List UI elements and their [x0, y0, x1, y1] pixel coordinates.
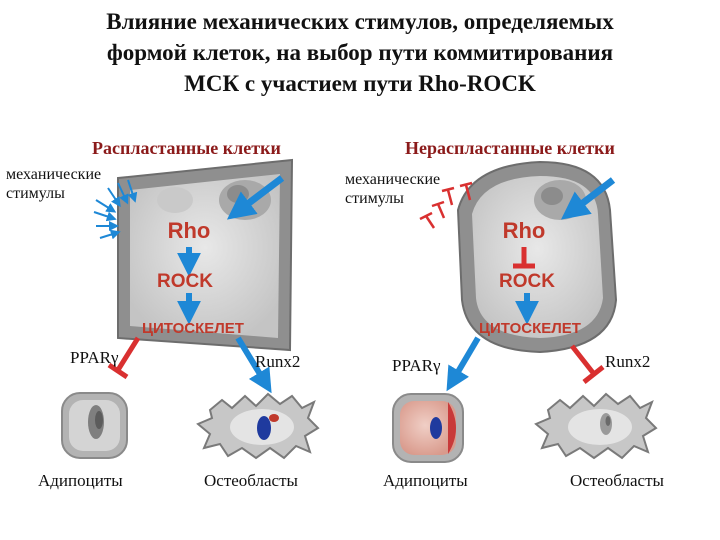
left-cytoskeleton-label: ЦИТОСКЕЛЕТ: [142, 320, 244, 337]
left-rock-label: ROCK: [157, 271, 213, 292]
left-ppar-label: PPARγ: [70, 348, 119, 367]
right-osteoblasts-label: Остеобласты: [570, 471, 664, 490]
left-stimuli-label: механические стимулы: [6, 165, 101, 203]
left-adipocytes-label: Адипоциты: [38, 471, 123, 490]
right-adipocyte-cell: [392, 393, 464, 463]
title-line-1: Влияние механических стимулов, определяе…: [106, 9, 614, 34]
left-runx-label: Runx2: [255, 352, 301, 371]
left-column-heading: Распластанные клетки: [92, 138, 281, 158]
title-line-3: МСК с участием пути Rho-ROCK: [184, 71, 536, 96]
left-stimuli-line-2: стимулы: [6, 185, 65, 202]
right-ppar-activation-arrow: [446, 336, 481, 392]
left-mechanical-stimuli-arrows: [93, 179, 138, 240]
right-stimuli-label: механические стимулы: [345, 170, 440, 208]
right-column-heading: Нераспластанные клетки: [405, 138, 615, 158]
right-rock-label: ROCK: [499, 271, 555, 292]
left-osteoblasts-label: Остеобласты: [204, 471, 298, 490]
right-large-stimulus-arrow: [560, 177, 616, 220]
right-stimuli-line-2: стимулы: [345, 190, 404, 207]
right-stimuli-line-1: механические: [345, 171, 441, 188]
right-adipocytes-label: Адипоциты: [383, 471, 468, 490]
left-ppar-inhibition: [107, 336, 141, 380]
left-adipocyte-cell: [61, 392, 128, 459]
left-large-stimulus-arrow: [226, 175, 285, 220]
right-rho-rock-inhibition: [513, 247, 535, 269]
right-cytoskeleton-label: ЦИТОСКЕЛЕТ: [479, 320, 581, 337]
right-runx-inhibition: [570, 344, 605, 384]
right-ppar-label: PPARγ: [392, 356, 441, 375]
right-osteoblast-cell: [534, 392, 658, 460]
left-runx-activation-arrow: [235, 336, 272, 394]
left-rho-label: Rho: [168, 218, 211, 243]
right-rho-label: Rho: [503, 218, 546, 243]
left-stimuli-line-1: механические: [6, 166, 102, 183]
right-blocked-stimuli: [419, 181, 473, 229]
left-osteoblast-cell: [196, 392, 320, 460]
title-line-2: формой клеток, на выбор пути коммитирова…: [106, 40, 614, 65]
page-title: Влияние механических стимулов, определяе…: [0, 6, 720, 99]
right-runx-label: Runx2: [605, 352, 651, 371]
